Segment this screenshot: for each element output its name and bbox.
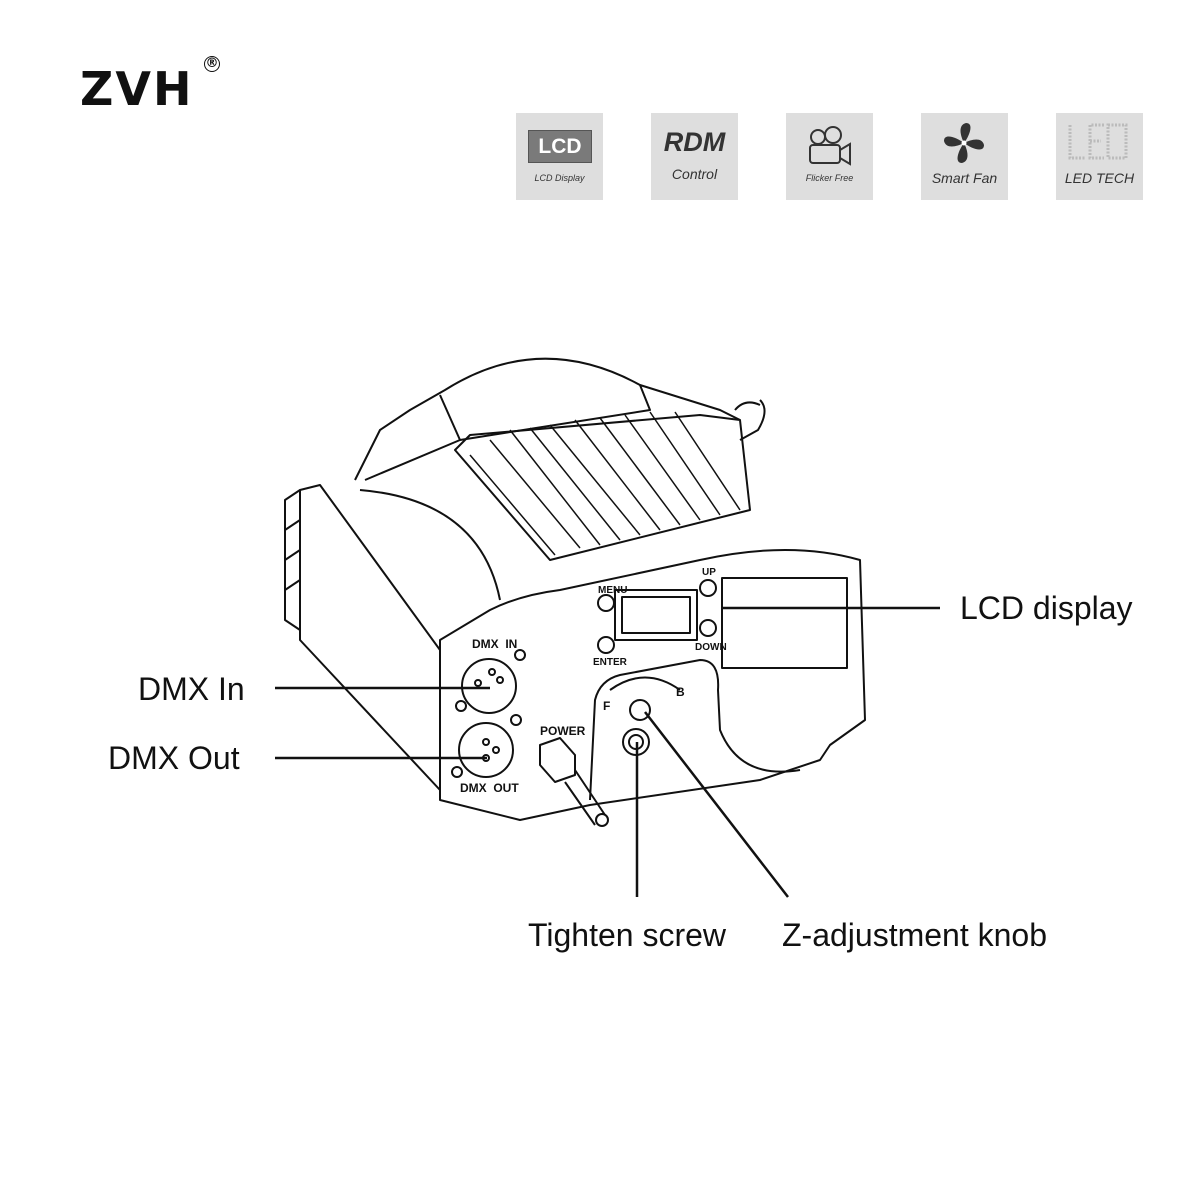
dmx-out-callout: DMX Out (108, 740, 240, 776)
power-connector (539, 737, 609, 827)
z-adjustment-knob-callout: Z-adjustment knob (782, 917, 1048, 953)
fan-icon (944, 123, 984, 163)
dmx-in-callout: DMX In (138, 671, 245, 707)
feature-flicker-free: Flicker Free (786, 113, 873, 200)
z-adjustment-knob (629, 699, 651, 721)
led-icon (1068, 123, 1128, 160)
callout-lines (275, 606, 940, 898)
forward-label: F (603, 699, 610, 713)
dmx-in-label: DMX IN (472, 637, 517, 651)
rdm-icon: RDM (663, 127, 726, 157)
lcd-display-callout: LCD display (960, 590, 1133, 626)
enter-button-label: ENTER (593, 657, 628, 668)
fixture-top-housing (354, 357, 766, 561)
menu-button-label: MENU (598, 585, 627, 596)
feature-lcd-display: LCD LCD Display (516, 113, 603, 200)
feature-led-tech: LED TECH (1056, 113, 1143, 200)
camera-icon (809, 126, 851, 166)
heatsink-fins (469, 411, 741, 556)
up-button-label: UP (702, 567, 716, 578)
lcd-icon: LCD (528, 130, 592, 163)
tighten-screw-callout: Tighten screw (528, 917, 726, 953)
fixture-front-panel (359, 489, 866, 821)
back-label: B (676, 685, 685, 699)
feature-smart-fan: Smart Fan (921, 113, 1008, 200)
dmx-in-connector (455, 649, 526, 714)
knob-callout-line (644, 711, 789, 898)
dmx-out-connector (451, 714, 522, 778)
registered-mark: ® (204, 56, 220, 72)
dmx-out-label: DMX OUT (460, 781, 519, 795)
power-label: POWER (540, 724, 586, 738)
down-button-label: DOWN (695, 642, 727, 653)
feature-rdm-control: RDM Control (651, 113, 738, 200)
fixture-side-fins (284, 484, 441, 791)
brand-logo: ZVH® (80, 56, 220, 116)
